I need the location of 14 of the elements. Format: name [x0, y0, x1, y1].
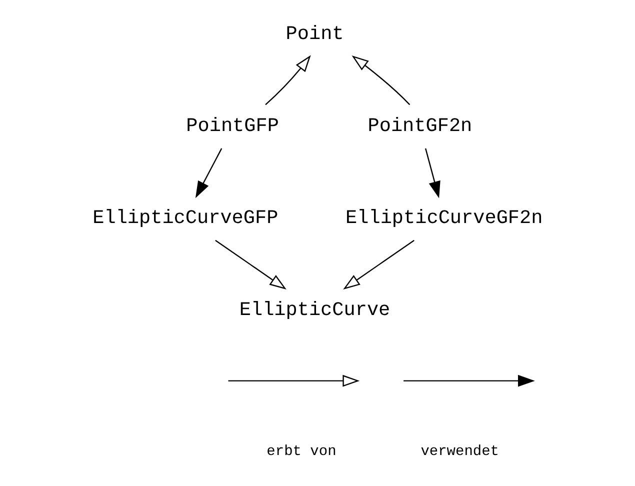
arrow	[195, 148, 222, 198]
arrow	[352, 55, 410, 106]
node-text: PointGF2n	[368, 115, 472, 138]
arrow	[265, 55, 311, 106]
node-text: EllipticCurve	[239, 298, 390, 321]
node-text: EllipticCurveGF2n	[346, 206, 543, 229]
node-text: Point	[286, 23, 344, 46]
node-text: PointGFP	[186, 115, 279, 138]
node-text: EllipticCurveGFP	[92, 206, 278, 229]
legend-label: erbt von	[266, 444, 336, 460]
legend-label: verwendet	[420, 444, 500, 460]
arrow	[343, 240, 414, 290]
arrow	[425, 148, 440, 198]
arrow	[215, 240, 286, 290]
